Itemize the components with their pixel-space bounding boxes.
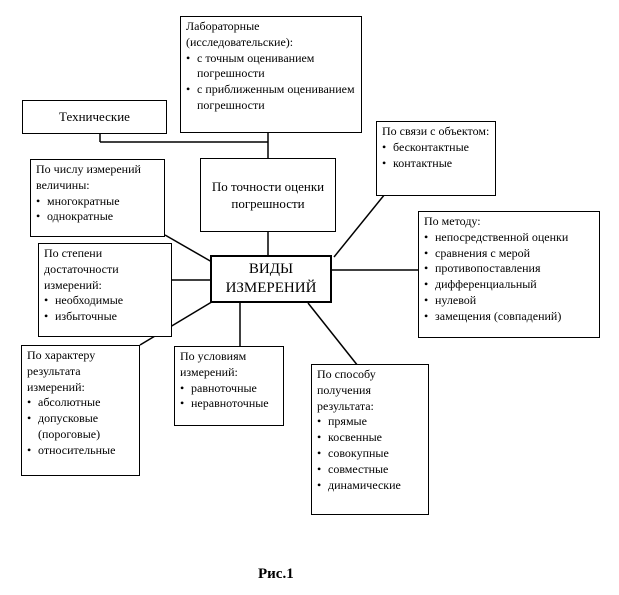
- connector-object: [333, 193, 386, 258]
- character-box: По характеру результата измерений: абсол…: [21, 345, 140, 476]
- sufficiency-box: По степени достаточности измерений: необ…: [38, 243, 172, 337]
- technical-title: Технические: [59, 109, 130, 125]
- character-title: По характеру результата измерений:: [27, 348, 96, 394]
- conditions-title: По условиям измерений:: [180, 349, 247, 379]
- list-item: необходимые: [44, 293, 166, 309]
- list-item: совокупные: [317, 446, 423, 462]
- sufficiency-title: По степени достаточности измерений:: [44, 246, 119, 292]
- list-item: неравноточные: [180, 396, 278, 412]
- connector-obtain: [307, 302, 359, 367]
- lab-title-line2: (исследовательские):: [186, 34, 294, 49]
- lab-box: Лабораторные (исследовательские): с точн…: [180, 16, 362, 133]
- list-item: с точным оцениванием погрешности: [186, 51, 356, 83]
- list-item: непосредственной оценки: [424, 230, 594, 246]
- center-line1: ВИДЫ: [248, 261, 294, 278]
- list-item: допусковые (пороговые): [27, 411, 134, 443]
- center-line2: ИЗМЕРЕНИЙ: [225, 280, 317, 296]
- figure-caption: Рис.1: [258, 566, 294, 582]
- list-item: сравнения с мерой: [424, 246, 594, 262]
- list-item: косвенные: [317, 430, 423, 446]
- list-item: совместные: [317, 462, 423, 478]
- list-item: абсолютные: [27, 395, 134, 411]
- obtain-title: По способу получения результата:: [317, 367, 376, 413]
- list-item: с приближенным оцениванием погрешности: [186, 82, 356, 114]
- accuracy-line1: По точности оценки: [211, 178, 325, 194]
- connector-character: [139, 299, 216, 346]
- conditions-box: По условиям измерений: равноточные нерав…: [174, 346, 284, 426]
- object-title: По связи с объектом:: [382, 124, 490, 138]
- list-item: относительные: [27, 443, 134, 459]
- accuracy-line2: погрешности: [231, 196, 305, 211]
- list-item: равноточные: [180, 381, 278, 397]
- connector-count: [164, 234, 213, 263]
- list-item: бесконтактные: [382, 140, 490, 156]
- list-item: нулевой: [424, 293, 594, 309]
- count-title: По числу измерений величины:: [36, 162, 141, 192]
- list-item: избыточные: [44, 309, 166, 325]
- method-box: По методу: непосредственной оценки сравн…: [418, 211, 600, 338]
- count-box: По числу измерений величины: многократны…: [30, 159, 165, 237]
- list-item: противопоставления: [424, 261, 594, 277]
- list-item: многократные: [36, 194, 159, 210]
- list-item: контактные: [382, 156, 490, 172]
- method-title: По методу:: [424, 214, 481, 228]
- obtain-box: По способу получения результата: прямые …: [311, 364, 429, 515]
- list-item: однократные: [36, 209, 159, 225]
- list-item: замещения (совпадений): [424, 309, 594, 325]
- list-item: дифференциальный: [424, 277, 594, 293]
- list-item: прямые: [317, 414, 423, 430]
- lab-title-line1: Лабораторные: [186, 19, 260, 33]
- object-box: По связи с объектом: бесконтактные конта…: [376, 121, 496, 196]
- accuracy-box: По точности оценки погрешности: [200, 158, 336, 232]
- center-box: ВИДЫ ИЗМЕРЕНИЙ: [210, 255, 332, 303]
- technical-box: Технические: [22, 100, 167, 134]
- list-item: динамические: [317, 478, 423, 494]
